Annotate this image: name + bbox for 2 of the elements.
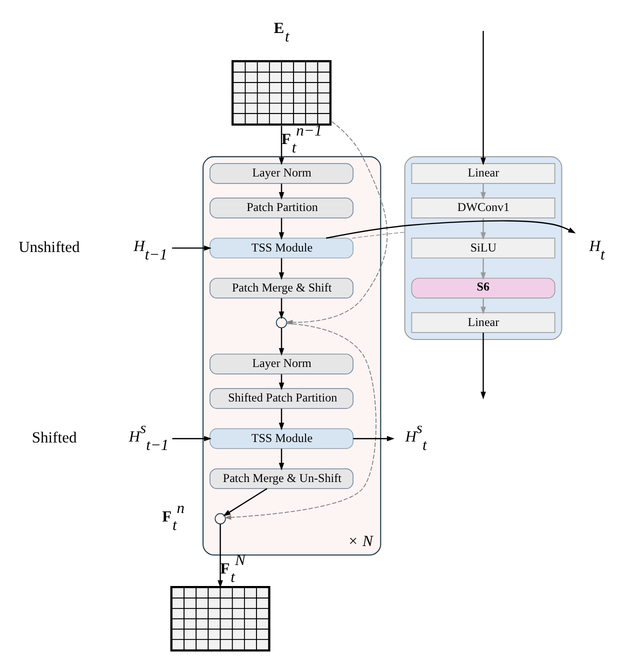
label: Unshifted	[18, 238, 80, 256]
label: Shifted	[32, 428, 77, 446]
